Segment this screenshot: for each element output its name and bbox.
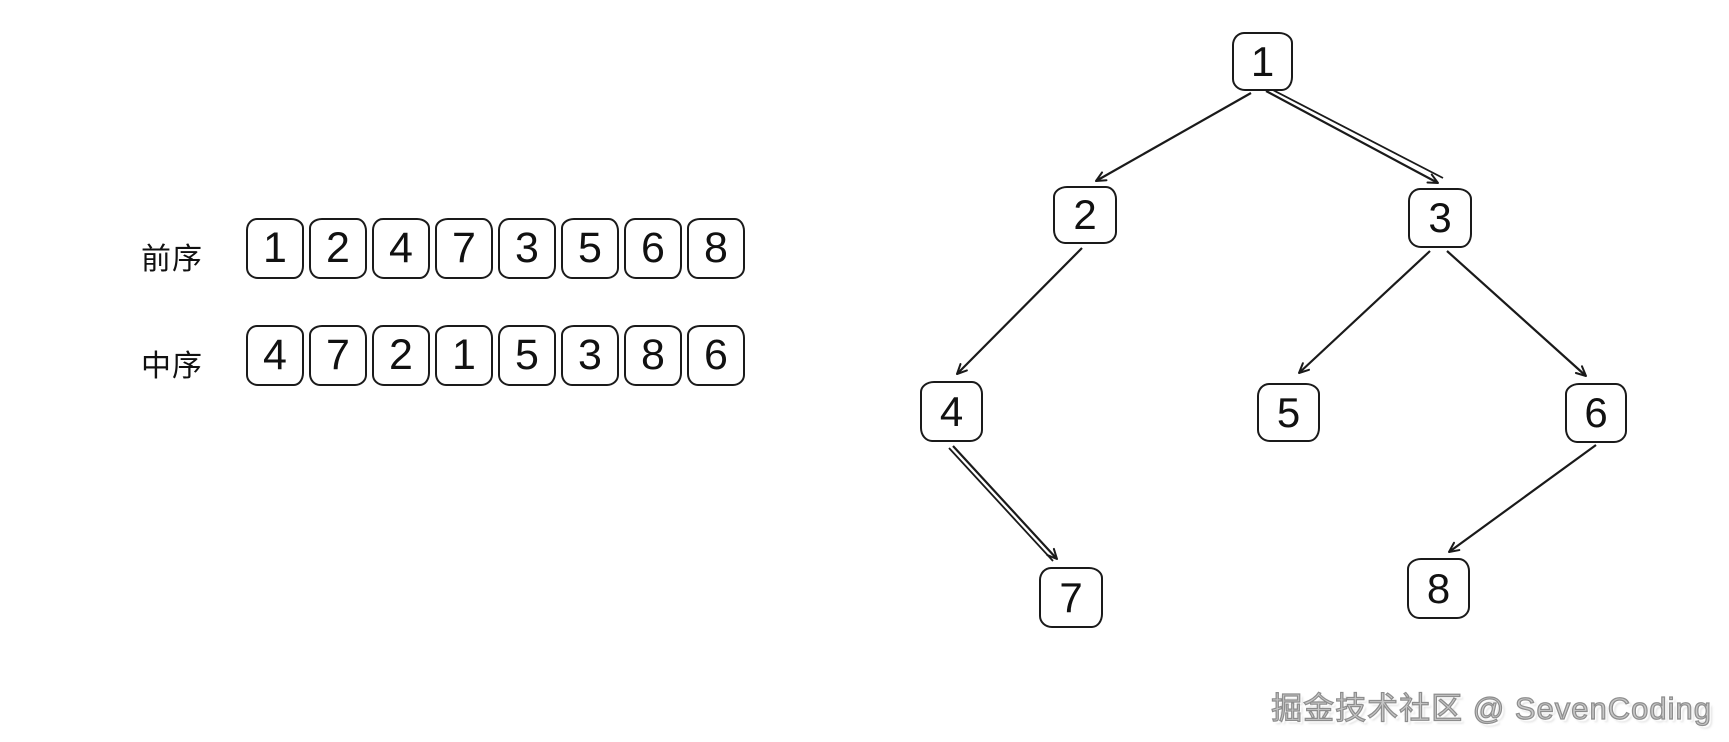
- inorder-cell-4: 1: [435, 325, 493, 386]
- watermark: 掘金技术社区 @ SevenCoding: [1271, 690, 1712, 726]
- tree-node-2: 2: [1053, 186, 1117, 244]
- edge-3-6: [1446, 250, 1587, 377]
- edge-6-8: [1448, 444, 1597, 553]
- edge-3-5: [1298, 250, 1431, 374]
- inorder-label: 中序: [141, 350, 203, 383]
- edge-1-2: [1095, 92, 1252, 182]
- preorder-cell-1: 1: [246, 218, 304, 279]
- tree-node-1: 1: [1232, 32, 1293, 91]
- preorder-cell-2: 2: [309, 218, 367, 279]
- preorder-cell-8: 8: [687, 218, 745, 279]
- inorder-cell-8: 6: [687, 325, 745, 386]
- edge-1-3-sketch-stroke: [1268, 87, 1444, 179]
- preorder-cell-6: 5: [561, 218, 619, 279]
- preorder-row: 1 2 4 7 3 5 6 8: [246, 218, 745, 279]
- inorder-cell-7: 8: [624, 325, 682, 386]
- tree-node-4: 4: [920, 381, 983, 442]
- preorder-cell-3: 4: [372, 218, 430, 279]
- inorder-cell-2: 7: [309, 325, 367, 386]
- preorder-cell-4: 7: [435, 218, 493, 279]
- tree-node-5: 5: [1257, 383, 1320, 442]
- inorder-cell-3: 2: [372, 325, 430, 386]
- tree-node-3: 3: [1408, 188, 1472, 248]
- preorder-cell-7: 6: [624, 218, 682, 279]
- edge-2-4: [956, 247, 1083, 375]
- inorder-row: 4 7 2 1 5 3 8 6: [246, 325, 745, 386]
- inorder-cell-1: 4: [246, 325, 304, 386]
- preorder-cell-5: 3: [498, 218, 556, 279]
- preorder-label: 前序: [141, 243, 203, 276]
- inorder-cell-6: 3: [561, 325, 619, 386]
- inorder-cell-5: 5: [498, 325, 556, 386]
- tree-node-8: 8: [1407, 558, 1470, 619]
- edge-4-7: [952, 445, 1058, 560]
- edge-1-3: [1265, 90, 1439, 184]
- edge-4-7-sketch-stroke: [948, 447, 1054, 562]
- tree-node-7: 7: [1039, 567, 1103, 628]
- tree-node-6: 6: [1565, 383, 1627, 443]
